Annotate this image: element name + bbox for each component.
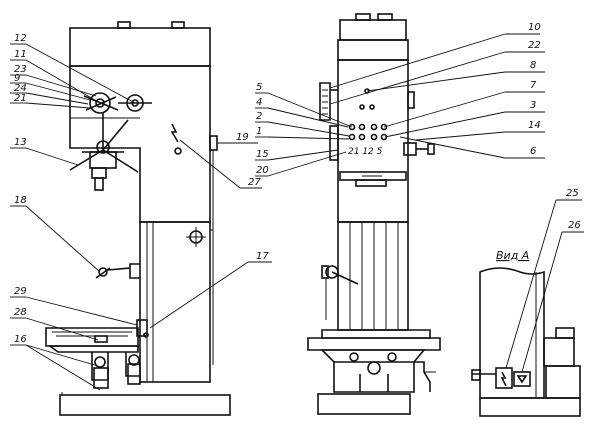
label-11: 11 [14, 49, 27, 60]
label-18: 18 [14, 195, 27, 206]
lightning-symbol [170, 123, 179, 143]
label-20: 20 [256, 165, 269, 176]
label-17: 17 [256, 251, 269, 262]
label-22: 22 [528, 40, 541, 51]
front-view: 21 12 5 [307, 13, 441, 415]
label-1: 1 [256, 126, 262, 137]
label-12: 12 [14, 33, 27, 44]
view-a-callouts: 25 26 [505, 188, 584, 373]
label-14: 14 [528, 120, 541, 131]
label-6: 6 [530, 146, 536, 157]
label-9: 9 [14, 73, 20, 84]
label-25: 25 [566, 188, 579, 199]
label-13: 13 [14, 137, 27, 148]
label-28: 28 [14, 307, 27, 318]
label-26: 26 [568, 220, 581, 231]
label-2: 2 [256, 111, 262, 122]
label-10: 10 [528, 22, 541, 33]
label-29: 29 [14, 286, 27, 297]
label-27: 27 [248, 177, 261, 188]
label-24: 24 [14, 83, 27, 94]
side-view-callouts: 12 11 23 9 24 21 13 19 27 18 17 29 28 16 [10, 33, 272, 391]
view-a-title: Вид А [496, 249, 529, 262]
label-19: 19 [236, 132, 249, 143]
label-23: 23 [14, 64, 27, 75]
label-5: 5 [256, 82, 262, 93]
panel-marking: 21 12 5 [348, 147, 383, 157]
label-3: 3 [530, 100, 536, 111]
label-15: 15 [256, 149, 269, 160]
front-view-callouts: 10 22 8 5 4 7 2 3 1 14 15 20 6 [255, 22, 545, 177]
gearbox-handles [83, 92, 152, 114]
label-16: 16 [14, 334, 27, 345]
label-8: 8 [530, 60, 536, 71]
feed-handwheel [69, 112, 139, 191]
plate-warning-icon [516, 375, 528, 384]
label-7: 7 [530, 80, 537, 91]
side-view [45, 21, 231, 416]
view-a: Вид А [471, 249, 581, 417]
plate-lightning-icon [500, 371, 507, 387]
label-21: 21 [14, 93, 27, 104]
label-4: 4 [256, 97, 262, 108]
table-lift-lever [95, 263, 140, 279]
